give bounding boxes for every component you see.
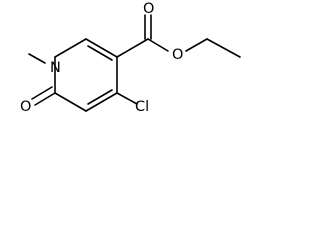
bond-c2-c3 bbox=[54, 92, 87, 112]
bond-c5-carbonyl-carbon bbox=[116, 38, 149, 58]
bond-c5-c6-double bbox=[87, 45, 113, 61]
bond-c3-c4 bbox=[85, 92, 118, 112]
bond-c5-c6 bbox=[85, 38, 118, 58]
ring-nitrogen-label: N bbox=[50, 60, 61, 76]
ester-ether-oxygen-label: O bbox=[172, 47, 183, 63]
bond-ch2-ch3 bbox=[206, 38, 241, 58]
bond-c4-chlorine bbox=[116, 92, 138, 105]
bond-c3-c4-double bbox=[87, 89, 113, 105]
bond-carbonyl-ether-oxygen bbox=[147, 38, 169, 52]
bond-ether-oxygen-ch2 bbox=[185, 38, 208, 52]
ring-carbonyl-oxygen-label: O bbox=[20, 99, 31, 115]
chlorine-label: Cl bbox=[135, 99, 149, 115]
chemical-structure-diagram: N O Cl O O bbox=[20, 1, 241, 115]
bond-c2-oxygen-double bbox=[31, 86, 53, 100]
bond-c6-n1 bbox=[54, 38, 87, 58]
bond-n1-methyl bbox=[28, 53, 46, 64]
bond-c2-oxygen bbox=[34, 92, 56, 106]
ester-carbonyl-oxygen-label: O bbox=[143, 1, 154, 17]
